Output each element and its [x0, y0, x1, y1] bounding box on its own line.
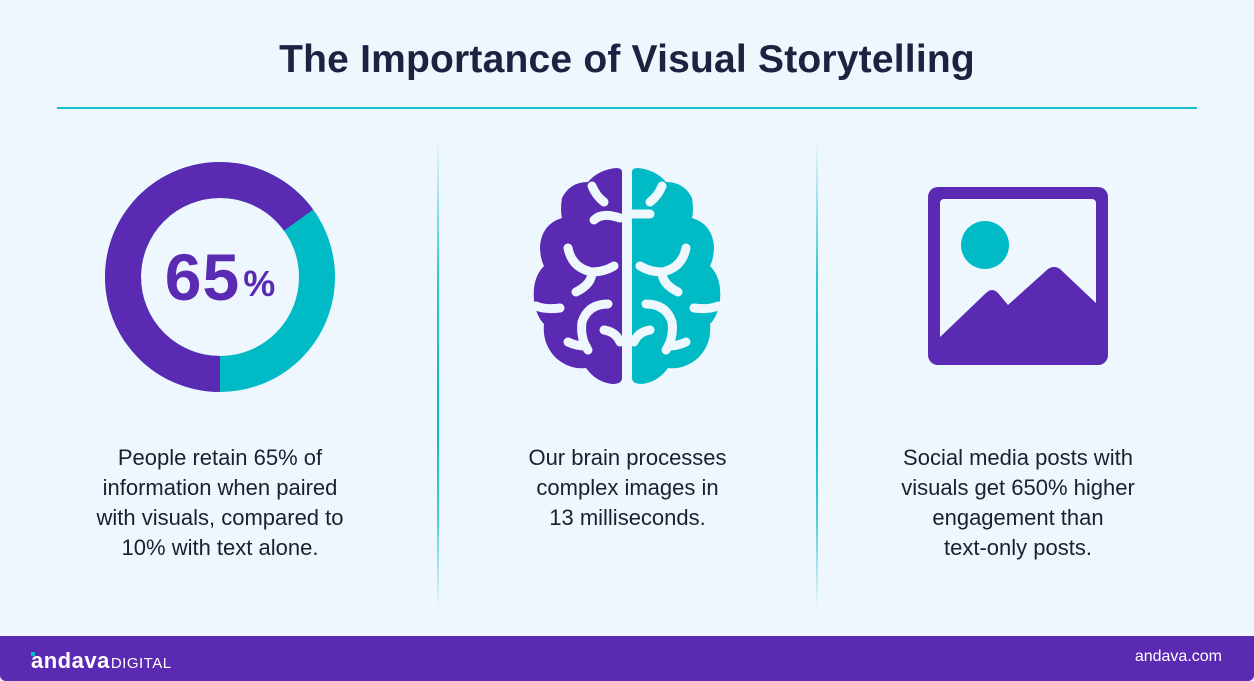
website-link[interactable]: andava.com [1134, 648, 1222, 665]
logo-brand: andava [31, 648, 110, 674]
brain-icon [532, 168, 723, 384]
image-icon [928, 187, 1108, 365]
title-divider [57, 107, 1197, 109]
column-divider [437, 140, 439, 608]
stat-column-retention: 65% People retain 65% of information whe… [40, 0, 400, 630]
donut-value: 65 [164, 240, 241, 314]
logo-sub: DIGITAL [110, 655, 172, 672]
stat-column-social: Social media posts with visuals get 650%… [818, 0, 1218, 630]
sun-circle [961, 221, 1009, 269]
column-divider [816, 140, 818, 608]
logo-accent [31, 652, 35, 656]
donut-label: 65% [105, 162, 335, 392]
stat-text-retention: People retain 65% of information when pa… [96, 445, 344, 560]
donut-suffix: % [243, 263, 276, 304]
stat-text-brain: Our brain processes complex images in 13… [528, 445, 727, 530]
mountains [938, 267, 1098, 357]
logo-brand-text: andava [31, 648, 110, 673]
stat-column-brain: Our brain processes complex images in 13… [440, 0, 815, 630]
donut-fill [105, 162, 335, 392]
stat-text-social: Social media posts with visuals get 650%… [901, 445, 1135, 560]
donut-chart-icon: 65% [105, 162, 335, 392]
page-title: The Importance of Visual Storytelling [279, 38, 975, 81]
